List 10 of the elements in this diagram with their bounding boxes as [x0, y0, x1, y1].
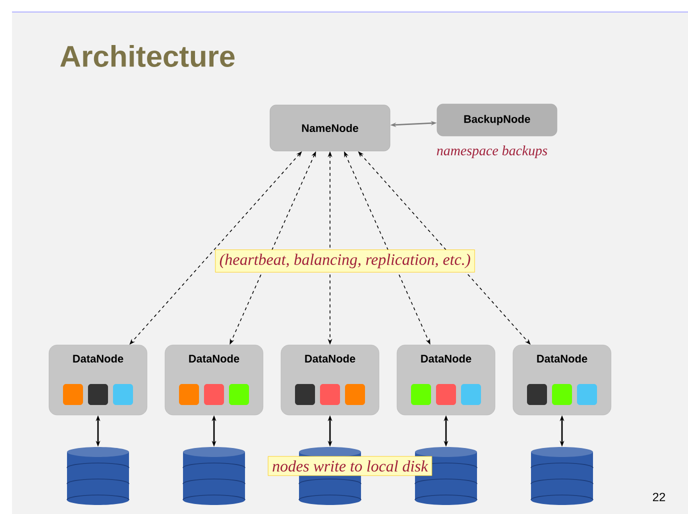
- process-box: BackupNode: [436, 104, 558, 136]
- caption-text: namespace backups: [436, 146, 548, 158]
- process-box: NameNode: [270, 104, 390, 152]
- slide-title: Architecture: [60, 45, 235, 67]
- disk-cylinder: [182, 447, 246, 505]
- note-box: (heartbeat, balancing, replication, etc.): [215, 250, 475, 272]
- disk-cylinder: [530, 447, 594, 505]
- note-box: nodes write to local disk: [268, 456, 432, 476]
- disk-cylinder: [66, 447, 130, 505]
- page-number: 22: [652, 492, 666, 502]
